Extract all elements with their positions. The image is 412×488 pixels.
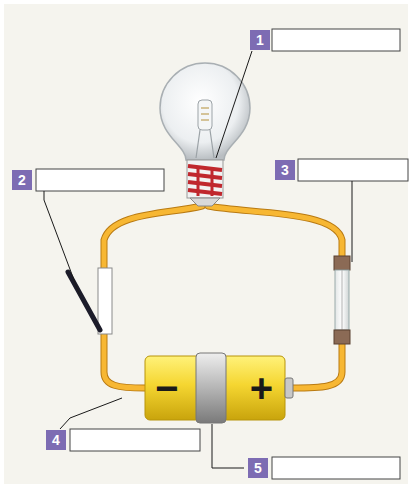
leader-lines	[44, 51, 352, 468]
callout-number: 4	[46, 430, 66, 450]
light-bulb	[160, 63, 250, 206]
terminal-sign: −	[155, 368, 178, 408]
fuse-symbol	[334, 256, 350, 344]
callout-number: 3	[281, 162, 289, 178]
battery: −+	[145, 356, 285, 420]
callout-number: 1	[250, 30, 270, 50]
callout-number: 3	[275, 160, 295, 180]
callout-number: 5	[254, 460, 262, 476]
callout-number: 2	[18, 172, 26, 188]
callout-number: 5	[248, 458, 268, 478]
callout-number: 4	[52, 432, 60, 448]
answer-boxes	[36, 29, 408, 479]
panel-ground	[4, 4, 408, 484]
terminal-sign: +	[250, 368, 273, 408]
callout-number: 2	[12, 170, 32, 190]
battery-body	[145, 353, 293, 423]
switch-symbol	[68, 268, 112, 334]
callout-number: 1	[256, 32, 264, 48]
